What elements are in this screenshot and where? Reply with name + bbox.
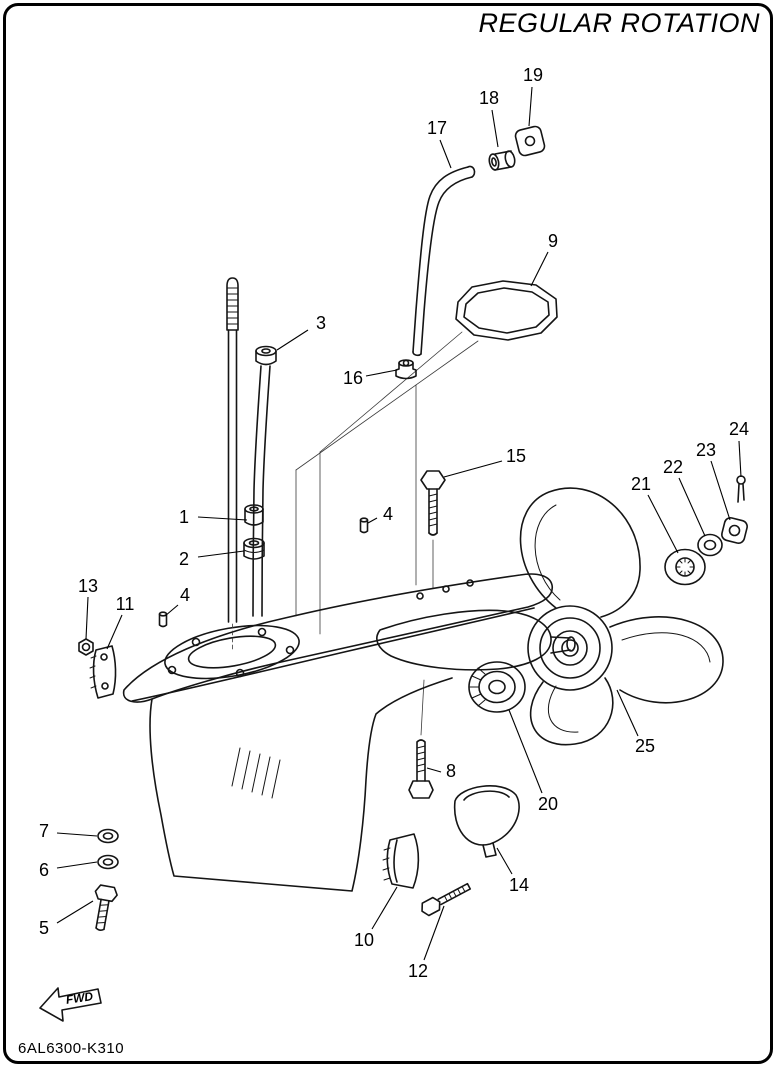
leader-line-23: [710, 460, 731, 521]
trim-tab: [453, 785, 520, 858]
dowel-pin: [359, 517, 369, 534]
leader-line-20: [508, 709, 543, 794]
thrust-hub: [468, 661, 526, 713]
leader-line-15: [443, 460, 503, 478]
propeller: [519, 487, 724, 746]
driveshaft: [226, 277, 239, 651]
tube-grommet: [488, 150, 516, 171]
diagram-code: 6AL6300-K310: [18, 1040, 125, 1057]
bolt: [408, 739, 434, 799]
leader-line-3: [276, 329, 309, 351]
bolt: [94, 884, 118, 932]
leader-line-14: [496, 847, 513, 875]
water-pickup-tube: [412, 165, 476, 357]
driveshaft-seal: [243, 537, 265, 560]
bolt: [420, 470, 446, 536]
leader-line-2: [197, 550, 245, 558]
leader-line-21: [647, 494, 679, 554]
driveshaft-bushing: [244, 504, 264, 526]
anode-bracket: [89, 645, 117, 699]
leader-line-17: [439, 139, 452, 169]
fwd-arrow: FWD: [39, 987, 102, 1022]
leader-line-1: [197, 516, 248, 521]
washer: [97, 828, 119, 844]
nut: [78, 638, 94, 656]
housing-gasket: [455, 280, 558, 341]
projection-lines: [295, 331, 479, 736]
spacer: [664, 548, 706, 586]
washer: [97, 854, 119, 870]
leader-line-8: [426, 767, 442, 773]
leader-line-10: [371, 886, 398, 930]
leader-line-13: [85, 596, 89, 640]
leader-line-4: [367, 517, 378, 524]
leader-line-4: [164, 604, 179, 617]
leader-line-24: [738, 440, 742, 478]
leader-line-19: [528, 86, 533, 127]
leader-line-9: [530, 251, 549, 287]
leader-lines: [56, 86, 742, 961]
water-tube: [252, 345, 277, 617]
propeller-nut: [721, 517, 748, 544]
leader-line-25: [616, 689, 639, 737]
page-title: REGULAR ROTATION: [478, 8, 760, 38]
leader-line-5: [56, 900, 94, 924]
tube-clamp-nut: [514, 125, 546, 157]
anode: [382, 833, 420, 889]
leader-line-11: [106, 614, 123, 650]
gearcase-housing: [122, 573, 576, 892]
fwd-label: FWD: [65, 989, 94, 1007]
leader-line-12: [423, 905, 445, 961]
cotter-pin: [736, 475, 746, 503]
leader-line-7: [56, 832, 98, 837]
washer: [697, 533, 723, 557]
leader-line-16: [365, 369, 398, 377]
dowel-pin: [158, 611, 168, 628]
leader-line-18: [491, 109, 499, 148]
leader-line-22: [678, 477, 706, 537]
water-tube-seal: [395, 359, 417, 380]
leader-line-6: [56, 861, 98, 869]
bolt: [421, 882, 472, 917]
